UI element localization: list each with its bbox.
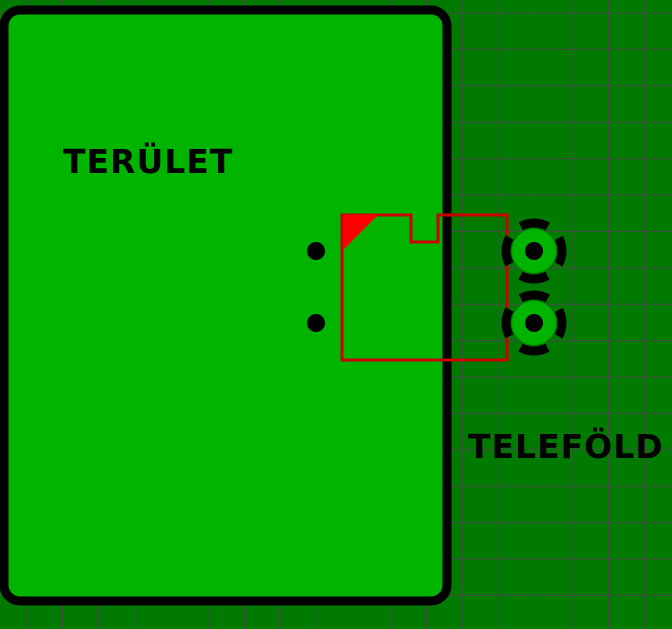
connector-silkscreen-outline[interactable] [340,213,509,362]
pad-2-hole [525,314,543,332]
via-dot-1[interactable] [307,242,325,260]
area-label: TERÜLET [63,142,234,181]
via-dot-2[interactable] [307,314,325,332]
pad-1-thermal-ring [501,218,567,284]
ground-label: TELEFÖLD [468,427,664,466]
pad-2-thermal-ring [501,290,567,356]
pin1-marker [343,215,378,250]
pad-2[interactable] [501,290,567,356]
copper-area[interactable] [0,5,452,606]
pad-1-hole [525,242,543,260]
pad-1[interactable] [501,218,567,284]
